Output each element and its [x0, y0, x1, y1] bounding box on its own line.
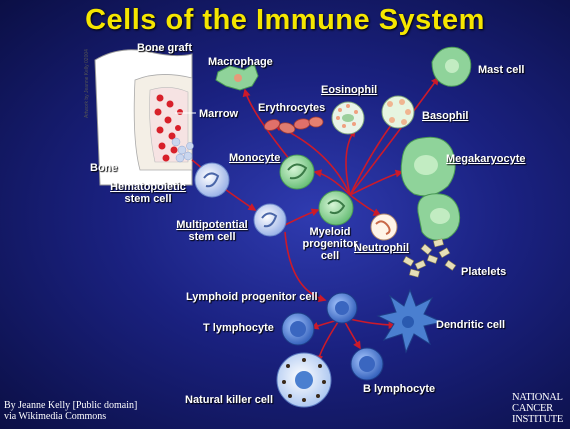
label-hematopoietic-line2: stem cell — [124, 193, 172, 205]
image-credit: By Jeanne Kelly [Public domain] via Wiki… — [4, 400, 137, 422]
label-marrow: Marrow — [199, 108, 239, 120]
label-neutrophil: Neutrophil — [354, 242, 409, 254]
label-mast-cell: Mast cell — [478, 64, 525, 76]
diagram-title: Cells of the Immune System — [85, 4, 485, 36]
label-dendritic-cell: Dendritic cell — [436, 319, 506, 331]
label-hematopoietic-line1: Hematopoietic — [110, 181, 186, 193]
label-myeloid-line1: Myeloid — [309, 226, 351, 238]
platelets-group — [402, 238, 457, 278]
label-myeloid-line3: cell — [320, 250, 340, 262]
eosinophil-cell — [331, 101, 365, 135]
label-myeloid-progenitor-cell: Myeloid progenitor cell — [300, 226, 360, 262]
label-multipotential-line2: stem cell — [188, 231, 236, 243]
label-platelets: Platelets — [461, 266, 507, 278]
label-eosinophil: Eosinophil — [321, 84, 378, 96]
label-pointers — [108, 49, 196, 167]
basophil-cell — [381, 95, 415, 129]
credit-line2: via Wikimedia Commons — [4, 411, 107, 422]
label-lymphoid-progenitor-cell: Lymphoid progenitor cell — [186, 291, 318, 303]
nci-logo-line1: NATIONAL — [512, 392, 563, 403]
label-megakaryocyte: Megakaryocyte — [446, 153, 526, 165]
label-macrophage: Macrophage — [208, 56, 273, 68]
nci-logo: NATIONAL CANCER INSTITUTE — [512, 392, 563, 425]
label-monocyte: Monocyte — [229, 152, 281, 164]
hematopoietic-stem-cell — [194, 162, 230, 198]
myeloid-progenitor-cell — [318, 190, 354, 226]
b-lymphocyte-cell — [350, 347, 384, 381]
t-lymphocyte-cell — [281, 312, 315, 346]
label-erythrocytes: Erythrocytes — [258, 102, 326, 114]
macrophage-cell — [215, 63, 259, 91]
megakaryocyte-cell — [400, 136, 456, 197]
neutrophil-cell — [370, 213, 398, 241]
lineage-arrows — [191, 76, 439, 364]
multipotential-stem-cell — [253, 203, 287, 237]
nci-logo-line2: CANCER — [512, 403, 553, 414]
label-myeloid-line2: progenitor — [302, 238, 358, 250]
label-basophil: Basophil — [422, 110, 469, 122]
platelet-producing-megakaryocyte — [417, 193, 461, 241]
lymphoid-progenitor-cell — [326, 292, 358, 324]
nci-logo-line3: INSTITUTE — [512, 414, 563, 425]
natural-killer-cell — [276, 352, 332, 408]
artwork-credit: Artwork by Jeanne Kelly 02004 — [84, 49, 90, 118]
label-b-lymphocyte: B lymphocyte — [363, 383, 436, 395]
bone-illustration — [94, 49, 194, 186]
label-bone: Bone — [90, 162, 118, 174]
label-multipotential-line1: Multipotential — [176, 219, 248, 231]
mast-cell — [431, 46, 472, 87]
credit-line1: By Jeanne Kelly [Public domain] — [4, 400, 138, 411]
label-hematopoietic-stem-cell: Hematopoietic stem cell — [104, 181, 192, 205]
label-natural-killer-cell: Natural killer cell — [185, 394, 274, 406]
dendritic-cell — [376, 288, 444, 354]
label-t-lymphocyte: T lymphocyte — [203, 322, 274, 334]
monocyte-cell — [279, 154, 315, 190]
label-multipotential-stem-cell: Multipotential stem cell — [174, 219, 250, 243]
erythrocytes-group — [263, 116, 324, 134]
label-bone-graft: Bone graft — [137, 42, 192, 54]
